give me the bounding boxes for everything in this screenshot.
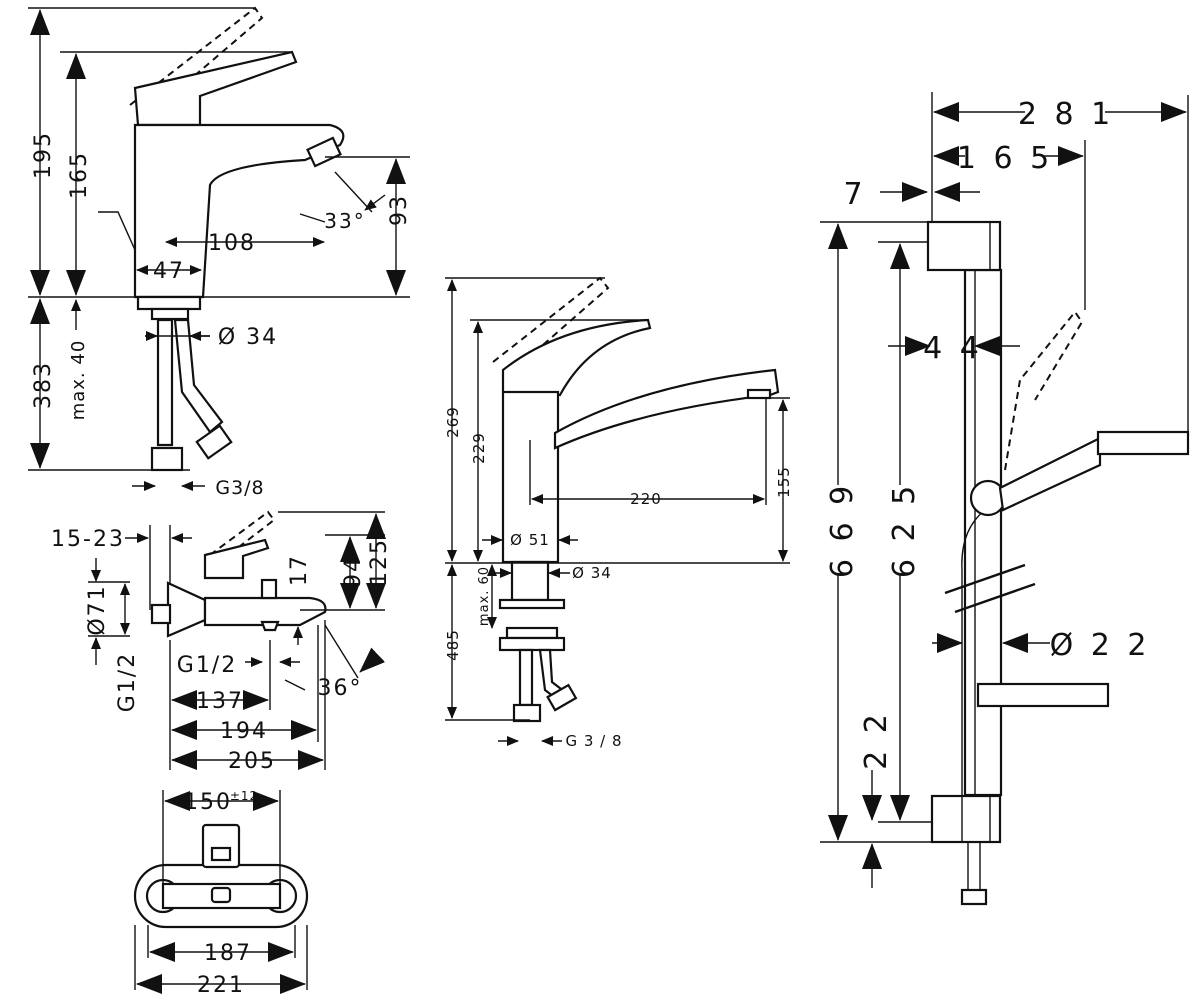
dim-150: 150 (184, 790, 232, 815)
kitchen-hose-2-nut (546, 683, 578, 712)
shower-slider (969, 479, 1007, 517)
dim-diameter-51: Ø 51 (510, 531, 550, 549)
basin-hose-1-nut (150, 446, 184, 472)
dim-17: 17 (287, 554, 312, 586)
shower-handle (998, 436, 1102, 512)
dim-max40: max. 40 (68, 340, 89, 421)
shower-hose-nut (960, 888, 988, 906)
dim-diameter-34-kitchen: Ø 34 (572, 564, 612, 582)
dim-669: 6 6 9 (825, 482, 860, 578)
shower-bottom-bracket (930, 794, 1002, 844)
shower-soap-shelf (976, 682, 1110, 708)
basin-body (133, 123, 345, 299)
dim-47: 47 (153, 259, 185, 284)
dim-g12-horizontal: G1/2 (177, 653, 237, 678)
shower-top-bracket (926, 220, 1002, 272)
basin-hose-1 (156, 318, 174, 447)
kitchen-mixer-drawing: 269 229 220 155 Ø 51 Ø 34 max. 60 485 G … (444, 276, 793, 750)
bath-diverter (260, 578, 278, 600)
basin-hose-2 (173, 318, 224, 434)
kitchen-lever (501, 318, 652, 397)
dim-165: 165 (67, 151, 92, 199)
dim-g38: G3/8 (215, 477, 264, 499)
dim-diameter-34: Ø 34 (218, 325, 278, 350)
basin-mount-ring (136, 295, 202, 311)
kitchen-hose-1 (518, 648, 534, 707)
bath-front-diverter (210, 886, 232, 904)
dim-195: 195 (31, 131, 56, 179)
shower-break-line-2 (954, 582, 1036, 614)
dim-max60: max. 60 (477, 566, 492, 626)
bath-mixer-side-drawing: 15-23 Ø71 G1/2 G1/2 17 94 125 36° 137 19… (51, 510, 392, 774)
dim-165-shower: 1 6 5 (957, 141, 1053, 176)
basin-hose-2-nut (195, 424, 233, 460)
dim-diameter-22: Ø 2 2 (1050, 628, 1151, 663)
basin-aerator (306, 136, 342, 168)
bath-wall-rosette (166, 581, 207, 638)
dim-44: 4 4 (923, 331, 983, 366)
kitchen-mount-ring (498, 636, 566, 652)
bath-body (203, 596, 327, 627)
dim-7: 7 (843, 177, 866, 212)
dim-diameter-71: Ø71 (85, 584, 110, 635)
shower-head-tilted-outline (1004, 310, 1084, 471)
dim-94: 94 (341, 556, 366, 588)
basin-lever (133, 50, 298, 127)
dim-g12-vertical: G1/2 (115, 652, 140, 712)
basin-mount-nut (150, 307, 190, 321)
dim-194: 194 (220, 719, 268, 744)
kitchen-aerator (746, 388, 772, 400)
dim-g38-kitchen: G 3 / 8 (565, 732, 622, 750)
shower-hose (961, 509, 986, 842)
bath-lever-open-outline (209, 510, 276, 561)
shower-set-drawing: 2 8 1 1 6 5 7 4 4 6 6 9 6 2 5 Ø 2 2 2 2 (820, 92, 1190, 906)
kitchen-hose-1-nut (512, 703, 542, 723)
dim-155: 155 (775, 466, 793, 498)
dim-269: 269 (444, 406, 462, 438)
dim-15-23: 15-23 (51, 527, 125, 552)
basin-popup-rod (98, 211, 136, 251)
dim-137: 137 (196, 689, 244, 714)
dim-angle-36: 36° (318, 676, 363, 701)
dim-angle-33: 33° (324, 209, 365, 233)
kitchen-mount-nut (505, 626, 559, 640)
dim-281: 2 8 1 (1018, 97, 1114, 132)
dim-187: 187 (204, 941, 252, 966)
basin-mixer-drawing: 195 165 383 max. 40 108 47 Ø 34 G3/8 33°… (28, 6, 412, 499)
dim-221: 221 (197, 973, 245, 998)
dim-125: 125 (367, 538, 392, 586)
bath-spout-outlet (260, 620, 280, 632)
dim-485: 485 (444, 629, 462, 661)
dim-108: 108 (208, 231, 256, 256)
bath-mixer-front-drawing: 150 ±12 187 221 (133, 789, 309, 998)
dim-150-tolerance: ±12 (230, 789, 258, 803)
shower-break-line-1 (944, 563, 1026, 595)
dim-93: 93 (387, 194, 412, 226)
dim-229: 229 (470, 432, 488, 464)
shower-head (1096, 430, 1190, 456)
bath-inlet (150, 603, 172, 625)
kitchen-mount-plate (498, 598, 566, 610)
dim-220: 220 (630, 490, 662, 508)
bath-lever (203, 538, 270, 580)
dim-625: 6 2 5 (887, 482, 922, 578)
dim-22: 2 2 (859, 710, 894, 770)
kitchen-mount-shank (510, 560, 550, 602)
kitchen-spout (553, 368, 780, 450)
dim-383: 383 (31, 361, 56, 409)
bath-front-lever-marker (210, 846, 232, 862)
dim-205: 205 (228, 749, 276, 774)
shower-rail (963, 268, 1003, 797)
